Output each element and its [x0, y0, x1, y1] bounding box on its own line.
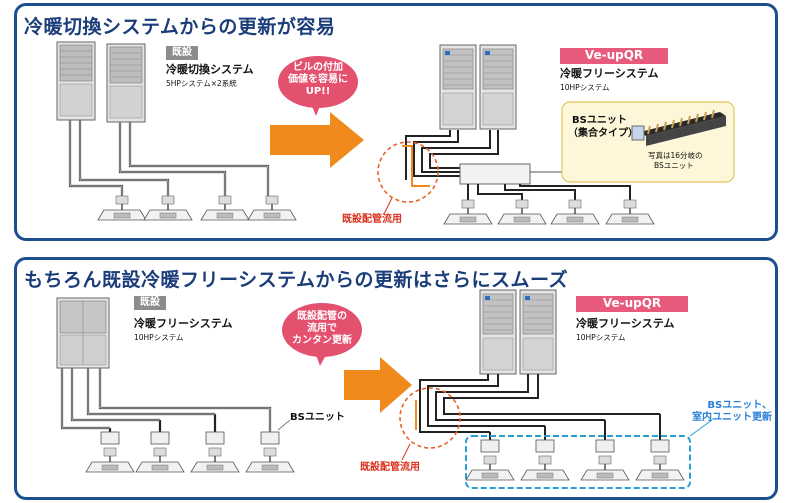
new-indoor-unit-p2-1 — [465, 455, 515, 481]
existing-outdoor-unit-wide — [56, 297, 110, 369]
new-tag-1: Ve-upQR — [560, 48, 668, 64]
benefit-bubble-1 — [278, 56, 358, 108]
existing-pipe-highlight-2 — [399, 387, 461, 449]
new-system-desc-1: 10HPシステム — [560, 83, 610, 92]
existing-indoor-unit-p2-3 — [190, 447, 240, 473]
existing-tag-1: 既設 — [166, 46, 198, 60]
new-system-name-1: 冷暖フリーシステム — [560, 67, 659, 80]
upgrade-arrow-2 — [344, 357, 412, 413]
new-tag-2: Ve-upQR — [576, 296, 688, 312]
existing-tag-2: 既設 — [134, 296, 166, 310]
existing-pipe-highlight-1 — [377, 141, 439, 203]
new-outdoor-unit-p2-2 — [519, 289, 557, 375]
panel2-title: もちろん既設冷暖フリーシステムからの更新はさらにスムーズ — [24, 269, 569, 291]
existing-indoor-unit-p2-2 — [135, 447, 185, 473]
existing-system-name-1: 冷暖切換システム — [166, 63, 254, 76]
existing-indoor-unit-p2-1 — [85, 447, 135, 473]
existing-outdoor-unit-1 — [56, 41, 96, 121]
new-indoor-unit-4 — [605, 199, 655, 225]
new-indoor-unit-1 — [443, 199, 493, 225]
bs-unit-label-2: BSユニット — [290, 412, 345, 423]
bubble-text-1: ビルの付加 価値を容易に UP!! — [288, 62, 348, 97]
upgrade-arrow-1 — [270, 112, 364, 168]
bubble-text-2: 既設配管の 流用で カンタン更新 — [292, 311, 352, 346]
existing-indoor-unit-p2-4 — [245, 447, 295, 473]
existing-outdoor-unit-2 — [106, 43, 146, 123]
new-indoor-unit-2 — [497, 199, 547, 225]
benefit-bubble-2 — [282, 303, 362, 357]
new-indoor-unit-p2-3 — [580, 455, 630, 481]
new-outdoor-unit-1 — [439, 44, 477, 130]
existing-system-name-2: 冷暖フリーシステム — [134, 317, 233, 330]
existing-indoor-unit-3 — [200, 195, 250, 221]
bs-box-title-1: BSユニット — [572, 115, 627, 126]
bs-header-unit — [459, 163, 531, 185]
existing-indoor-unit-1 — [97, 195, 147, 221]
bs-box-note-2: BSユニット — [654, 161, 694, 170]
new-system-desc-2: 10HPシステム — [576, 333, 626, 342]
bs-box-note-1: 写真は16分岐の — [648, 151, 703, 160]
existing-indoor-unit-4 — [247, 195, 297, 221]
pipe-callout-1: 既設配管流用 — [342, 214, 402, 225]
pipe-callout-2: 既設配管流用 — [360, 462, 420, 473]
existing-system-desc-1: 5HPシステム×2系統 — [166, 79, 237, 88]
new-indoor-unit-p2-2 — [520, 455, 570, 481]
panel1-title: 冷暖切換システムからの更新が容易 — [24, 16, 336, 38]
new-outdoor-unit-2 — [479, 44, 517, 130]
existing-system-desc-2: 10HPシステム — [134, 333, 184, 342]
new-indoor-unit-p2-4 — [635, 455, 685, 481]
existing-indoor-unit-2 — [143, 195, 193, 221]
bs-box-title-2: （集合タイプ） — [568, 128, 638, 139]
indoor-update-note: BSユニット、 室内ユニット更新 — [692, 400, 772, 423]
bs-unit-photo — [631, 109, 726, 146]
new-indoor-unit-3 — [550, 199, 600, 225]
new-system-name-2: 冷暖フリーシステム — [576, 317, 675, 330]
new-outdoor-unit-p2-1 — [479, 289, 517, 375]
